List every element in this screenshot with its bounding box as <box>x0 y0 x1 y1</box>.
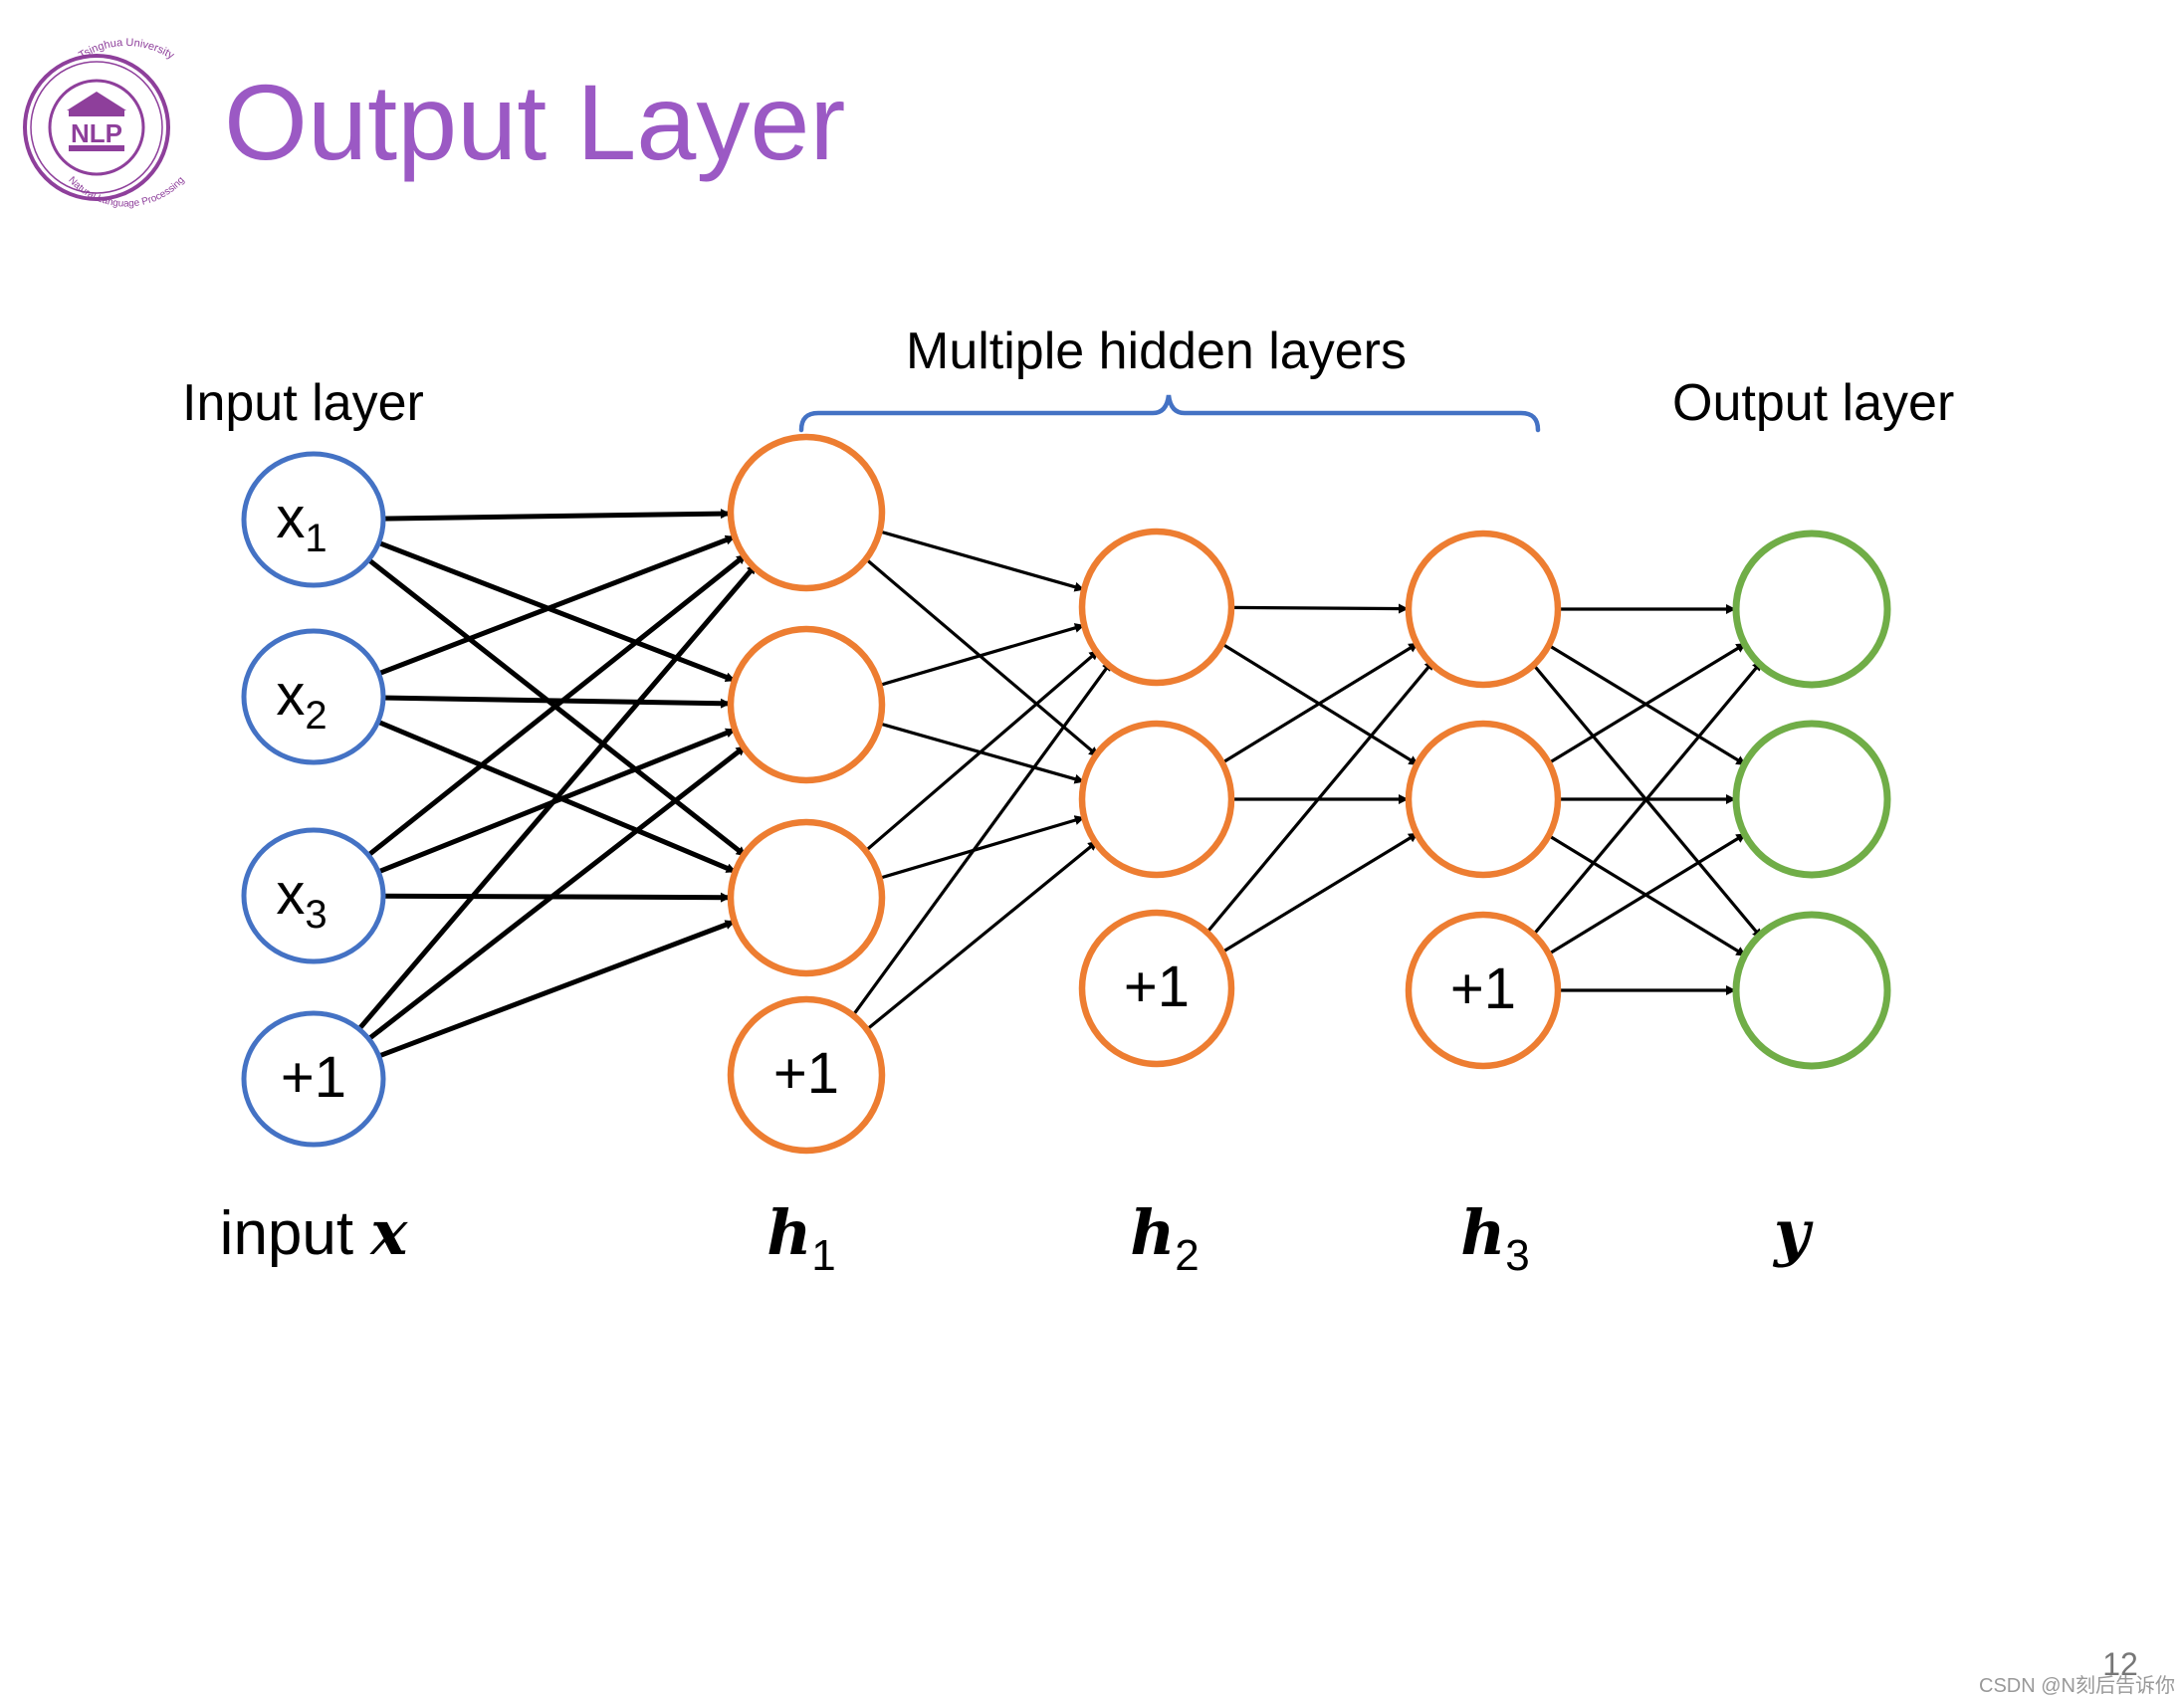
node-h1-3 <box>727 818 886 977</box>
node-circle-output-3 <box>1732 911 1891 1070</box>
node-label-h3-3: +1 <box>1450 956 1516 1021</box>
node-circle-output-1 <box>1732 530 1891 689</box>
node-output-3 <box>1732 911 1891 1070</box>
node-h2-3: +1 <box>1078 909 1235 1068</box>
slide-title: Output Layer <box>224 62 845 182</box>
node-circle-h3-1 <box>1405 530 1562 689</box>
node-label-h1-4: +1 <box>773 1041 839 1106</box>
input-layer-label: Input layer <box>182 374 424 432</box>
node-h2-1 <box>1078 528 1235 687</box>
node-input-1: x1 <box>241 451 386 588</box>
node-circle-h1-1 <box>727 433 886 592</box>
node-input-4: +1 <box>241 1010 386 1148</box>
node-circle-h2-1 <box>1078 528 1235 687</box>
logo-outer-ring <box>23 54 170 201</box>
edge-input-0-to-h1-0 <box>380 509 731 522</box>
node-h1-1 <box>727 433 886 592</box>
node-label-input-1: x1 <box>276 486 327 560</box>
layer-var-h2: h2 <box>1130 1196 1200 1280</box>
edge-h1-2-to-h2-0 <box>861 649 1100 855</box>
node-h2-2 <box>1078 720 1235 879</box>
node-circle-input-1 <box>241 451 386 588</box>
edge-h1-3-to-h2-0 <box>849 660 1113 1020</box>
node-h1-4: +1 <box>727 995 886 1155</box>
network-nodes: x1 x2 x3 +1 +1 +1 +1 <box>241 433 1891 1155</box>
node-output-1 <box>1732 530 1891 689</box>
output-layer-label: Output layer <box>1672 374 1954 432</box>
node-circle-h1-3 <box>727 818 886 977</box>
node-circle-output-2 <box>1732 720 1891 879</box>
node-circle-input-3 <box>241 827 386 964</box>
edge-input-3-to-h1-2 <box>375 919 736 1060</box>
node-h3-2 <box>1405 720 1562 879</box>
node-label-input-2: x2 <box>276 663 327 738</box>
node-circle-input-4 <box>241 1010 386 1148</box>
layer-var-output: y <box>1772 1196 1814 1269</box>
node-circle-h2-2 <box>1078 720 1235 879</box>
edge-input-1-to-h1-1 <box>380 695 731 709</box>
edge-input-3-to-h1-1 <box>365 743 748 1042</box>
edge-h2-0-to-h3-0 <box>1228 603 1409 614</box>
edge-input-3-to-h1-0 <box>355 562 759 1032</box>
logo-inner-ring <box>30 61 163 194</box>
node-circle-h3-3 <box>1405 911 1562 1070</box>
edge-h2-2-to-h3-1 <box>1218 831 1420 955</box>
node-circle-h2-3 <box>1078 909 1235 1068</box>
logo-building-roof <box>67 92 126 110</box>
node-output-2 <box>1732 720 1891 879</box>
edge-h1-2-to-h2-1 <box>876 815 1085 881</box>
node-input-2: x2 <box>241 628 386 765</box>
edge-h1-3-to-h2-1 <box>863 840 1099 1033</box>
layer-var-h1: h1 <box>766 1196 836 1280</box>
edge-h3-2-to-output-0 <box>1529 660 1763 940</box>
logo-center-text: NLP <box>71 118 122 148</box>
node-input-3: x3 <box>241 827 386 964</box>
edge-h2-2-to-h3-0 <box>1202 659 1435 938</box>
logo-building-beam <box>69 110 124 116</box>
node-h3-3: +1 <box>1405 911 1562 1070</box>
edge-h1-1-to-h2-0 <box>876 623 1085 688</box>
network-edges <box>355 509 1763 1060</box>
hidden-layers-brace <box>798 394 1541 433</box>
edge-h2-1-to-h3-0 <box>1218 642 1420 766</box>
node-h1-2 <box>727 625 886 784</box>
tsinghua-nlp-logo: Tsinghua University Natural Language Pro… <box>23 37 187 210</box>
layer-var-h3: h3 <box>1460 1196 1530 1280</box>
edge-h3-2-to-output-1 <box>1545 832 1747 957</box>
node-circle-h3-2 <box>1405 720 1562 879</box>
logo-center-ring <box>48 79 145 176</box>
node-circle-h1-2 <box>727 625 886 784</box>
page-number: 12 <box>2102 1646 2138 1682</box>
node-circle-input-2 <box>241 628 386 765</box>
edge-h1-0-to-h2-0 <box>876 529 1085 592</box>
watermark: CSDN @N刻后告诉你 <box>1979 1674 2175 1697</box>
edge-input-2-to-h1-0 <box>365 552 748 859</box>
logo-arc-text-top: Tsinghua University <box>77 37 176 62</box>
node-h3-1 <box>1405 530 1562 689</box>
edge-h3-1-to-output-0 <box>1545 642 1747 766</box>
layer-variable-labels: input x h1 h2 h3 y <box>220 1196 1814 1280</box>
edge-input-1-to-h1-0 <box>375 533 736 677</box>
layer-var-input: input x <box>220 1196 409 1269</box>
node-circle-h1-4 <box>727 995 886 1155</box>
node-label-input-3: x3 <box>276 862 327 937</box>
hidden-layers-label: Multiple hidden layers <box>906 322 1407 380</box>
node-label-input-4: +1 <box>281 1045 346 1110</box>
logo-building-base <box>69 145 124 151</box>
node-label-h2-3: +1 <box>1124 955 1190 1019</box>
